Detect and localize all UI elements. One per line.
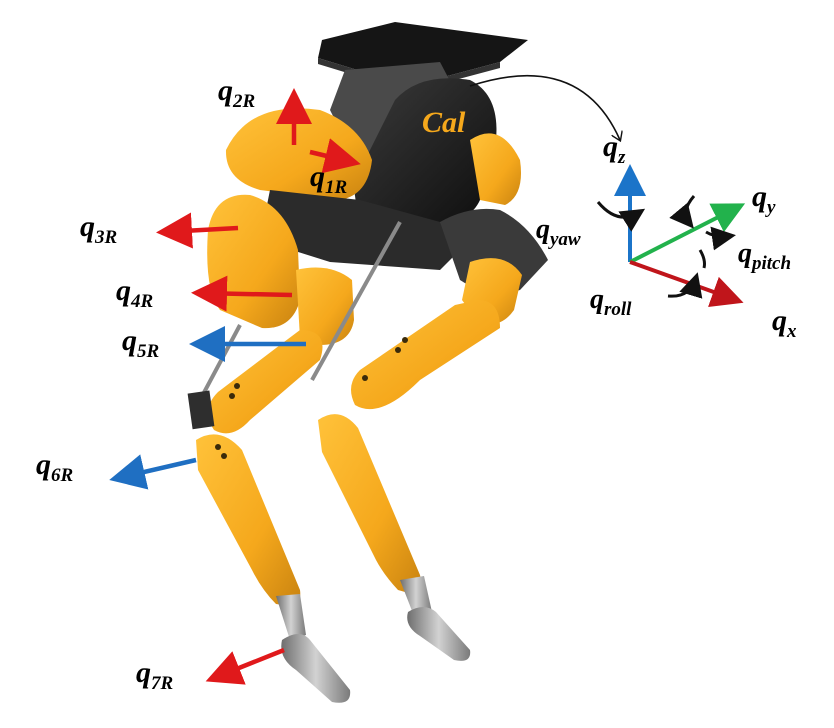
label-qx: qx bbox=[772, 304, 797, 342]
pitch-rotation-arc-side bbox=[705, 226, 736, 251]
label-q7r: q7R bbox=[136, 656, 174, 694]
label-qz: qz bbox=[603, 130, 626, 168]
roll-rotation-arc-2 bbox=[698, 249, 706, 269]
right-foot bbox=[281, 634, 351, 703]
q7-arrow bbox=[205, 647, 285, 685]
left-thigh-cover bbox=[440, 208, 548, 294]
pitch-rotation-arc-top bbox=[669, 195, 696, 229]
right-hip-cover bbox=[225, 108, 372, 200]
joint-arrows bbox=[109, 88, 361, 685]
left-hip-cover bbox=[470, 133, 521, 205]
roll-rotation-arc bbox=[667, 272, 703, 299]
q4-arrow bbox=[191, 275, 293, 312]
cal-logo: Cal bbox=[422, 106, 466, 139]
frame-connector-arrow bbox=[469, 74, 620, 140]
q3-arrow bbox=[156, 212, 239, 249]
label-q6r: q6R bbox=[36, 448, 74, 486]
label-qpitch: qpitch bbox=[738, 238, 792, 274]
left-lower-leg bbox=[318, 414, 421, 594]
label-q3r: q3R bbox=[80, 210, 118, 248]
left-shin bbox=[351, 300, 500, 410]
right-knee-cover bbox=[296, 267, 354, 345]
label-qroll: qroll bbox=[590, 284, 632, 320]
y-axis bbox=[629, 203, 746, 264]
yaw-rotation-arc bbox=[596, 201, 646, 232]
q1-arrow bbox=[309, 138, 361, 174]
label-q4r: q4R bbox=[116, 274, 154, 312]
label-q1r: q1R bbox=[310, 160, 348, 198]
q6-arrow bbox=[109, 454, 197, 490]
right-lower-leg bbox=[196, 434, 301, 606]
right-ankle bbox=[276, 594, 306, 640]
label-qyaw: qyaw bbox=[536, 214, 581, 250]
robot: Cal bbox=[187, 22, 548, 703]
left-foot bbox=[407, 607, 471, 661]
torso-shell bbox=[354, 78, 497, 222]
label-q5r: q5R bbox=[122, 324, 160, 362]
right-shin bbox=[207, 330, 323, 434]
label-qy: qy bbox=[752, 180, 776, 218]
left-ankle bbox=[400, 576, 432, 616]
label-q2r: q2R bbox=[218, 74, 256, 112]
coordinate-frame bbox=[596, 164, 746, 307]
